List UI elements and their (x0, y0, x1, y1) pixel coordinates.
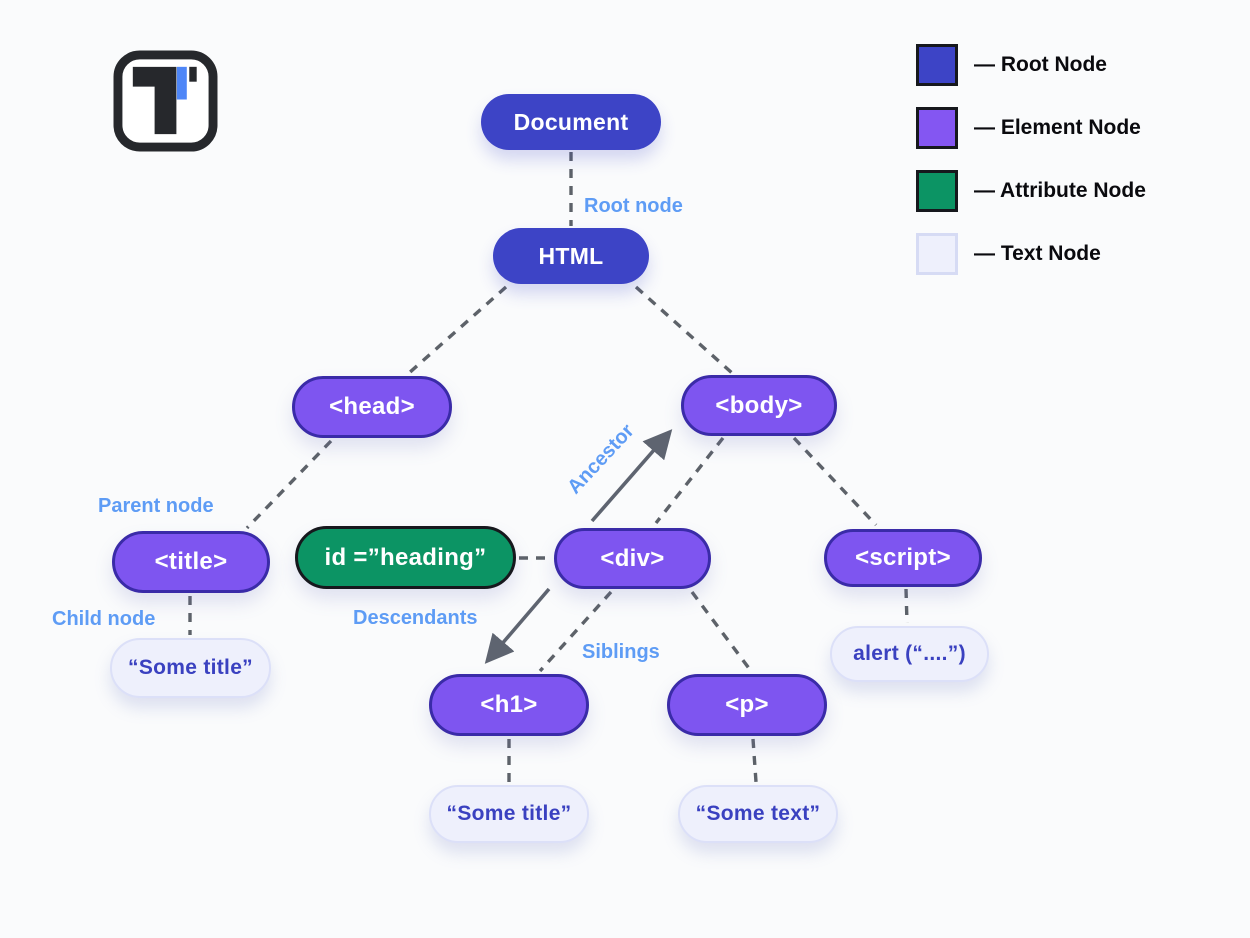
legend-item-attribute-node: — Attribute Node (916, 170, 1146, 212)
edge-html-head (407, 285, 508, 375)
edge-script-alert (904, 588, 909, 624)
edge-p-text (751, 738, 758, 783)
node-script: <script> (824, 529, 982, 587)
legend-item-text-node: — Text Node (916, 233, 1146, 275)
logo (113, 50, 218, 152)
legend: — Root Node — Element Node — Attribute N… (916, 44, 1146, 275)
node-html: HTML (493, 228, 649, 284)
descendants-label: Descendants (353, 607, 478, 629)
node-p: <p> (667, 674, 827, 736)
edge-head-title (245, 439, 333, 530)
node-text-some-title-1: “Some title” (110, 638, 271, 698)
node-title: <title> (112, 531, 270, 593)
edge-body-script (792, 436, 878, 527)
legend-item-root-node: — Root Node (916, 44, 1146, 86)
node-attribute-id-heading: id =”heading” (295, 526, 516, 589)
node-h1: <h1> (429, 674, 589, 736)
t-logo-icon (113, 50, 218, 152)
text-node-swatch (916, 233, 958, 275)
attribute-node-swatch (916, 170, 958, 212)
node-body: <body> (681, 375, 837, 436)
node-document: Document (481, 94, 661, 150)
node-head: <head> (292, 376, 452, 438)
edge-html-body (634, 285, 734, 375)
root-node-swatch (916, 44, 958, 86)
element-node-swatch (916, 107, 958, 149)
child-node-label: Child node (52, 608, 156, 630)
legend-label: — Text Node (974, 242, 1101, 265)
legend-label: — Attribute Node (974, 179, 1146, 202)
parent-node-label: Parent node (98, 495, 214, 517)
legend-item-element-node: — Element Node (916, 107, 1146, 149)
legend-label: — Root Node (974, 53, 1107, 76)
edge-div-p (690, 590, 753, 673)
node-text-some-text: “Some text” (678, 785, 838, 843)
siblings-label: Siblings (582, 641, 660, 663)
descendants-arrow (484, 587, 551, 664)
edge-body-div (654, 436, 725, 525)
node-text-alert: alert (“....”) (830, 626, 989, 682)
root-node-label: Root node (584, 195, 683, 217)
node-div: <div> (554, 528, 711, 589)
node-text-some-title-2: “Some title” (429, 785, 589, 843)
ancestor-label: Ancestor (563, 419, 639, 499)
legend-label: — Element Node (974, 116, 1141, 139)
